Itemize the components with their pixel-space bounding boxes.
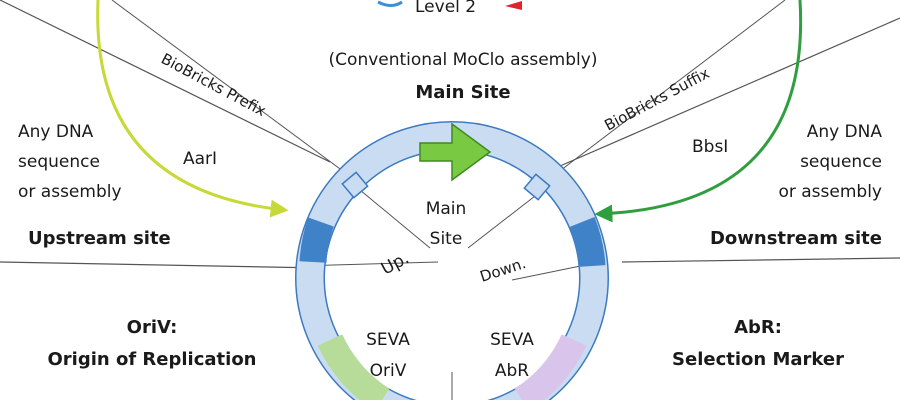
divider-left-horizontal	[0, 261, 323, 269]
main-site-arrow	[419, 122, 492, 182]
abr-segment	[514, 334, 587, 400]
left-any-dna-line1: Any DNA	[18, 122, 94, 142]
oriv-title-line2: Origin of Replication	[47, 349, 256, 370]
left-enzyme-label: AarI	[183, 149, 217, 169]
inner-main-line1: Main	[426, 199, 467, 219]
right-enzyme-label: BbsI	[692, 137, 728, 157]
left-yellow-arrow	[96, 0, 289, 218]
inner-line-up	[359, 189, 431, 249]
seva-abr-line1: SEVA	[490, 330, 534, 350]
seva-abr-line2: AbR	[495, 361, 529, 381]
dark-segment-left	[299, 217, 334, 264]
right-green-arrow	[594, 0, 803, 223]
inner-down-label: Down.	[478, 254, 529, 286]
suffix-box	[523, 173, 551, 201]
top-blue-arc	[377, 0, 403, 7]
divider-right-horizontal	[621, 257, 900, 263]
oriv-segment	[317, 334, 390, 400]
oriv-title-line1: OriV:	[127, 317, 178, 338]
abr-title-line2: Selection Marker	[672, 349, 844, 370]
top-red-arrow	[505, 1, 522, 10]
main-site-title: Main Site	[415, 82, 510, 103]
divider-top-right	[539, 0, 786, 187]
seva-oriv-line2: OriV	[370, 361, 407, 381]
inner-up-label: Up.	[378, 248, 413, 279]
divider-left-diagonal	[0, 0, 331, 163]
right-any-dna-line3: or assembly	[778, 182, 882, 202]
right-any-dna-line1: Any DNA	[807, 122, 883, 142]
prefix-box	[341, 171, 369, 199]
main-site-subtitle: (Conventional MoClo assembly)	[329, 50, 598, 70]
divider-right-diagonal	[559, 17, 900, 167]
downstream-site-title: Downstream site	[710, 228, 882, 249]
divider-top-left	[111, 0, 356, 181]
dark-segment-right	[569, 216, 606, 268]
left-any-dna-line2: sequence	[18, 152, 100, 172]
level-label: Level 2	[415, 0, 476, 17]
biobricks-prefix-label: BioBricks Prefix	[158, 50, 269, 120]
seva-oriv-line1: SEVA	[366, 330, 410, 350]
right-any-dna-line2: sequence	[800, 152, 882, 172]
upstream-site-title: Upstream site	[28, 228, 171, 249]
inner-main-line2: Site	[430, 229, 463, 249]
abr-title-line1: AbR:	[734, 317, 782, 338]
left-any-dna-line3: or assembly	[18, 182, 122, 202]
inner-line-down	[467, 195, 536, 249]
